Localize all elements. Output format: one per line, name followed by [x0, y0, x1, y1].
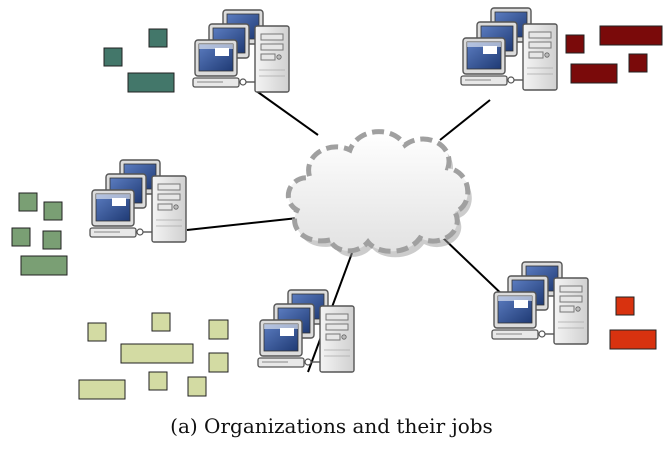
link-org-red: [439, 234, 511, 303]
server-cluster-icon: [89, 159, 187, 243]
link-org-dark-green: [254, 89, 319, 136]
cloud-icon: [285, 129, 472, 258]
job-block-icon: [187, 376, 207, 397]
job-block-icon: [11, 227, 31, 247]
job-block-icon: [87, 322, 107, 342]
job-block-icon: [103, 47, 123, 67]
job-block-icon: [208, 352, 229, 373]
org-red: [491, 261, 657, 350]
link-org-dark-red: [439, 99, 491, 141]
org-olive: [78, 289, 355, 400]
job-block-icon: [151, 312, 171, 332]
job-block-icon: [148, 371, 168, 391]
job-block-icon: [78, 379, 126, 400]
jobs-dark-green: [103, 28, 175, 93]
server-cluster-icon: [192, 9, 290, 93]
figure-caption: (a) Organizations and their jobs: [170, 414, 493, 438]
job-block-icon: [570, 63, 618, 84]
job-block-icon: [628, 53, 648, 73]
job-block-icon: [148, 28, 168, 48]
job-block-icon: [120, 343, 194, 364]
server-cluster-icon: [491, 261, 589, 345]
job-block-icon: [42, 230, 62, 250]
job-block-icon: [18, 192, 38, 212]
job-block-icon: [208, 319, 229, 340]
jobs-olive: [78, 312, 229, 400]
link-org-green: [186, 217, 299, 231]
jobs-red: [609, 296, 657, 350]
job-block-icon: [127, 72, 175, 93]
job-block-icon: [43, 201, 63, 221]
org-dark-red: [460, 7, 663, 91]
jobs-green: [11, 192, 68, 276]
job-block-icon: [599, 25, 663, 46]
job-block-icon: [20, 255, 68, 276]
org-green: [11, 159, 187, 276]
org-dark-green: [103, 9, 290, 93]
jobs-dark-red: [565, 25, 663, 84]
job-block-icon: [565, 34, 585, 54]
job-block-icon: [615, 296, 635, 316]
server-cluster-icon: [460, 7, 558, 91]
server-cluster-icon: [257, 289, 355, 373]
job-block-icon: [609, 329, 657, 350]
